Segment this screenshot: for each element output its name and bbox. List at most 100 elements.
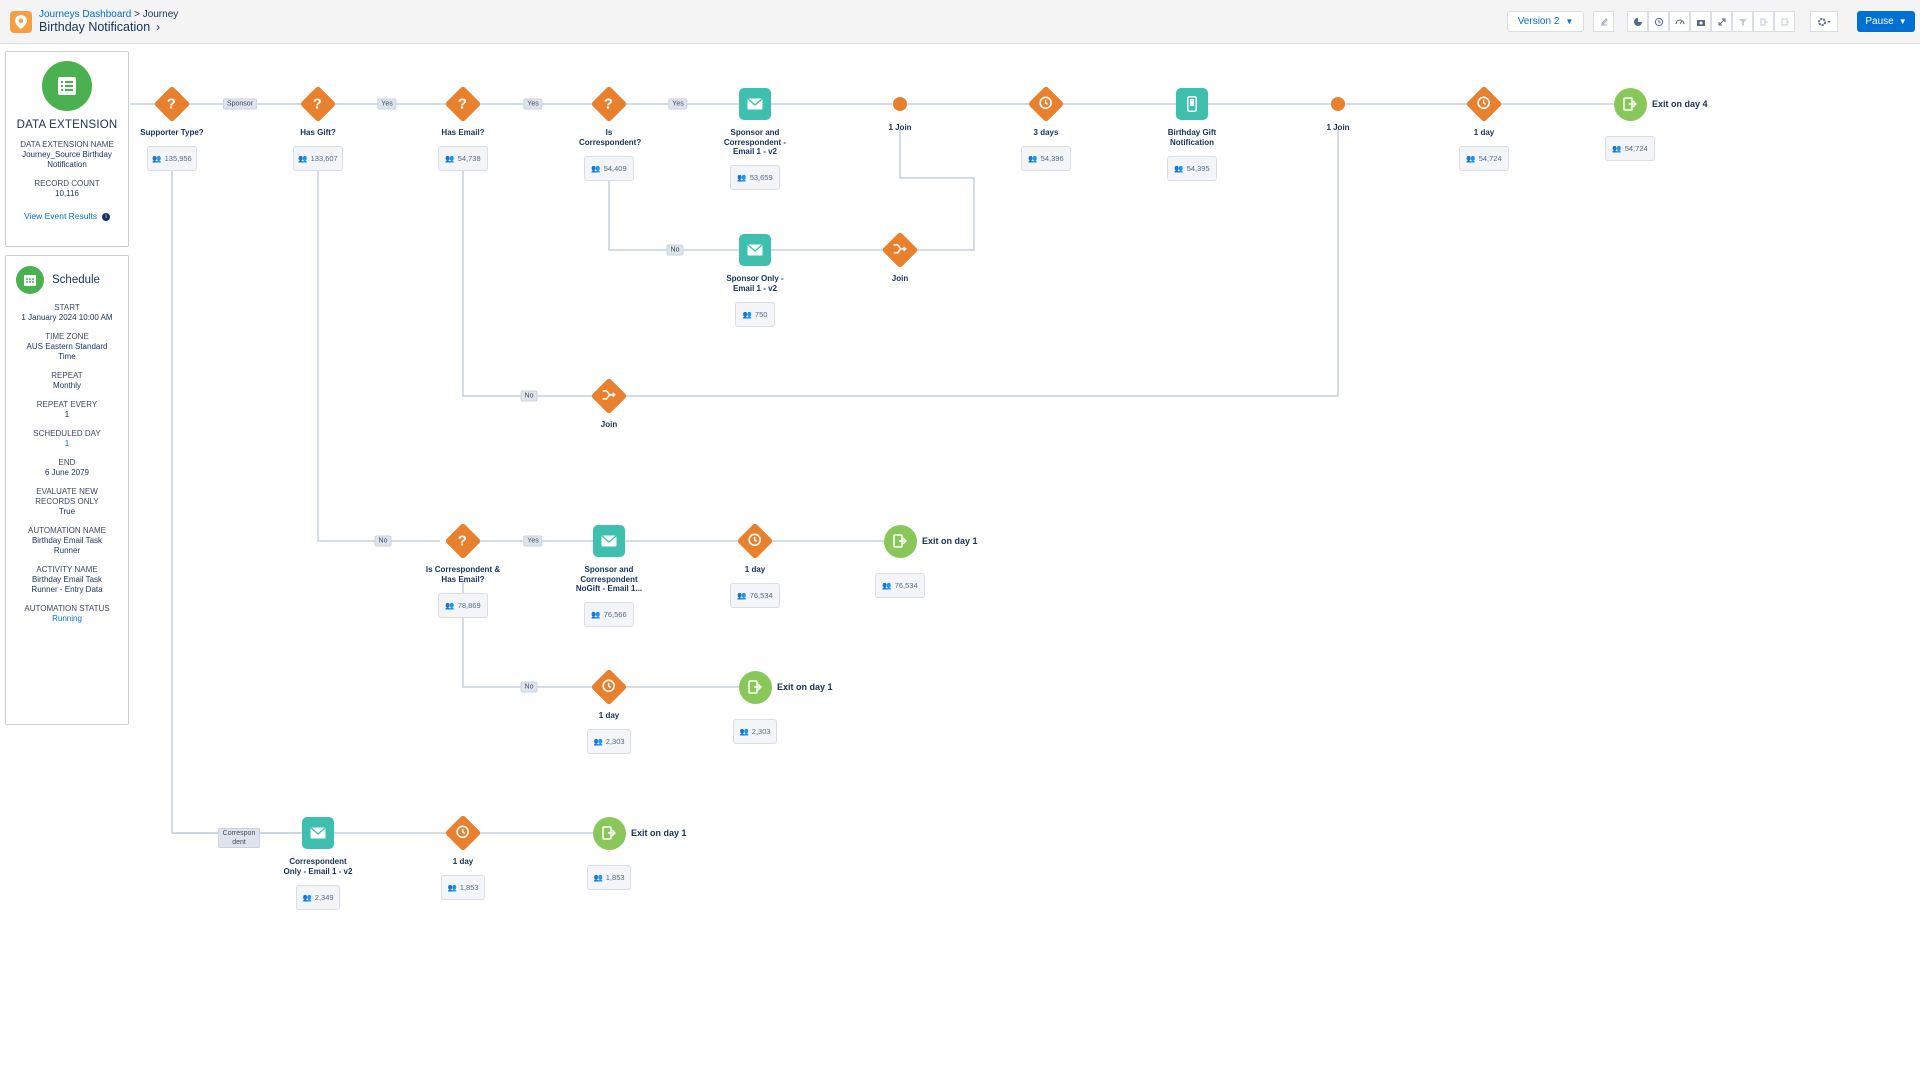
exit-icon bbox=[1613, 87, 1647, 121]
count-value: 76,566 bbox=[603, 610, 627, 619]
view-event-results-link[interactable]: View Event Results bbox=[23, 211, 98, 221]
population-count: 👥135,956 bbox=[147, 146, 197, 171]
exit-criteria-icon[interactable] bbox=[1753, 11, 1774, 32]
population-count: 👥76,534 bbox=[875, 573, 925, 598]
path-label-yes: Yes bbox=[523, 535, 543, 547]
schedule-field-label: REPEAT bbox=[51, 371, 83, 380]
people-icon: 👥 bbox=[737, 173, 747, 182]
path-label-yes: Yes bbox=[668, 98, 688, 110]
people-icon: 👥 bbox=[742, 310, 752, 319]
version-dropdown[interactable]: Version 2 ▼ bbox=[1507, 11, 1584, 32]
people-icon: 👥 bbox=[591, 610, 601, 619]
population-count: 👥54,396 bbox=[1021, 146, 1071, 171]
count-value: 54,724 bbox=[1478, 154, 1502, 163]
settings-gear-icon[interactable] bbox=[1810, 11, 1838, 32]
node-label: Exit on day 1 bbox=[631, 828, 687, 838]
population-count: 👥54,395 bbox=[1167, 156, 1217, 181]
gauge-icon[interactable] bbox=[1669, 11, 1690, 32]
pause-button[interactable]: Pause ▼ bbox=[1857, 11, 1915, 32]
people-icon: 👥 bbox=[447, 883, 457, 892]
journey-title[interactable]: Birthday Notification › bbox=[39, 20, 160, 34]
count-value: 2,303 bbox=[605, 737, 625, 746]
people-icon: 👥 bbox=[739, 727, 749, 736]
journey-title-text: Birthday Notification bbox=[39, 20, 151, 34]
clock-icon bbox=[1465, 85, 1503, 123]
chevron-right-icon: › bbox=[156, 20, 161, 34]
population-count: 👥2,349 bbox=[296, 885, 340, 910]
count-value: 54,409 bbox=[603, 164, 627, 173]
history-icon[interactable] bbox=[1648, 11, 1669, 32]
node-label: Supporter Type? bbox=[140, 128, 204, 137]
clock-icon bbox=[736, 522, 774, 560]
envelope-icon bbox=[739, 88, 771, 120]
count-value: 750 bbox=[754, 310, 768, 319]
population-count: 👥54,724 bbox=[1459, 146, 1509, 171]
node-label: 1 day bbox=[1473, 128, 1495, 137]
node-label: Exit on day 4 bbox=[1652, 99, 1708, 109]
version-label: Version 2 bbox=[1517, 16, 1560, 27]
schedule-field-value: 6 June 2079 bbox=[44, 468, 90, 477]
pie-chart-icon[interactable] bbox=[1627, 11, 1648, 32]
node-label: Has Gift? bbox=[300, 128, 336, 137]
envelope-icon bbox=[302, 817, 334, 849]
count-value: 2,303 bbox=[751, 727, 771, 736]
stamp-icon[interactable] bbox=[1593, 11, 1614, 32]
join-icon bbox=[881, 231, 919, 269]
population-count: 👥1,853 bbox=[587, 865, 631, 890]
count-value: 54,724 bbox=[1624, 144, 1648, 153]
count-value: 76,534 bbox=[749, 591, 773, 600]
data-extension-panel[interactable]: DATA EXTENSION DATA EXTENSION NAME Journ… bbox=[5, 51, 129, 247]
node-label: Correspondent Only - Email 1 - v2 bbox=[283, 857, 353, 876]
people-icon: 👥 bbox=[593, 737, 603, 746]
breadcrumb-current: Journey bbox=[142, 9, 179, 20]
population-count: 👥2,303 bbox=[733, 719, 777, 744]
population-count: 👥54,724 bbox=[1605, 136, 1655, 161]
question-diamond-icon: ? bbox=[299, 85, 337, 123]
question-diamond-icon: ? bbox=[444, 85, 482, 123]
people-icon: 👥 bbox=[302, 893, 312, 902]
exit-icon bbox=[883, 524, 917, 558]
breadcrumb-journeys-dashboard[interactable]: Journeys Dashboard bbox=[39, 9, 132, 20]
path-label-no: No bbox=[666, 244, 684, 256]
people-icon: 👥 bbox=[591, 164, 601, 173]
path-label-yes: Yes bbox=[377, 98, 397, 110]
count-value: 53,659 bbox=[749, 173, 773, 182]
de-name-label: DATA EXTENSION NAME bbox=[20, 140, 114, 149]
schedule-field-label: SCHEDULED DAY bbox=[33, 429, 101, 438]
schedule-panel[interactable]: Schedule START 1 January 2024 10:00 AM T… bbox=[5, 255, 129, 725]
people-icon: 👥 bbox=[298, 154, 308, 163]
filter-icon[interactable] bbox=[1732, 11, 1753, 32]
join-icon bbox=[590, 377, 628, 415]
node-label: Is Correspondent? bbox=[579, 128, 642, 147]
path-label-no: No bbox=[374, 535, 392, 547]
goal-icon[interactable] bbox=[1774, 11, 1795, 32]
node-label: 1 day bbox=[598, 711, 620, 720]
population-count: 👥76,534 bbox=[730, 583, 780, 608]
breadcrumb: Journeys Dashboard > Journey bbox=[39, 9, 178, 20]
people-icon: 👥 bbox=[1466, 154, 1476, 163]
info-icon[interactable]: i bbox=[102, 213, 111, 221]
node-label: Exit on day 1 bbox=[922, 536, 978, 546]
path-label-sponsor: Sponsor bbox=[222, 98, 258, 110]
population-count: 👥133,607 bbox=[293, 146, 343, 171]
people-icon: 👥 bbox=[445, 601, 455, 610]
caret-down-icon: ▼ bbox=[1898, 17, 1907, 26]
node-label: 1 Join bbox=[1326, 123, 1350, 132]
node-label: Sponsor and Correspondent - Email 1 - v2 bbox=[723, 128, 787, 156]
count-value: 78,869 bbox=[457, 601, 481, 610]
schedule-field-label: ACTIVITY NAME bbox=[36, 565, 98, 574]
population-count: 👥54,738 bbox=[438, 146, 488, 171]
node-label: Birthday Gift Notification bbox=[1167, 128, 1217, 147]
population-count: 👥54,409 bbox=[584, 156, 634, 181]
count-value: 1,853 bbox=[605, 873, 625, 882]
de-name-value: Journey_Source Birthday Notification bbox=[22, 150, 112, 169]
node-label: 3 days bbox=[1033, 128, 1059, 137]
count-value: 1,853 bbox=[459, 883, 479, 892]
map-pin-icon bbox=[10, 11, 32, 33]
camera-icon[interactable] bbox=[1690, 11, 1711, 32]
people-icon: 👥 bbox=[445, 154, 455, 163]
clock-icon bbox=[1027, 85, 1065, 123]
collapse-icon[interactable] bbox=[1711, 11, 1732, 32]
node-label: Exit on day 1 bbox=[777, 682, 833, 692]
schedule-field-value: True bbox=[58, 507, 76, 516]
